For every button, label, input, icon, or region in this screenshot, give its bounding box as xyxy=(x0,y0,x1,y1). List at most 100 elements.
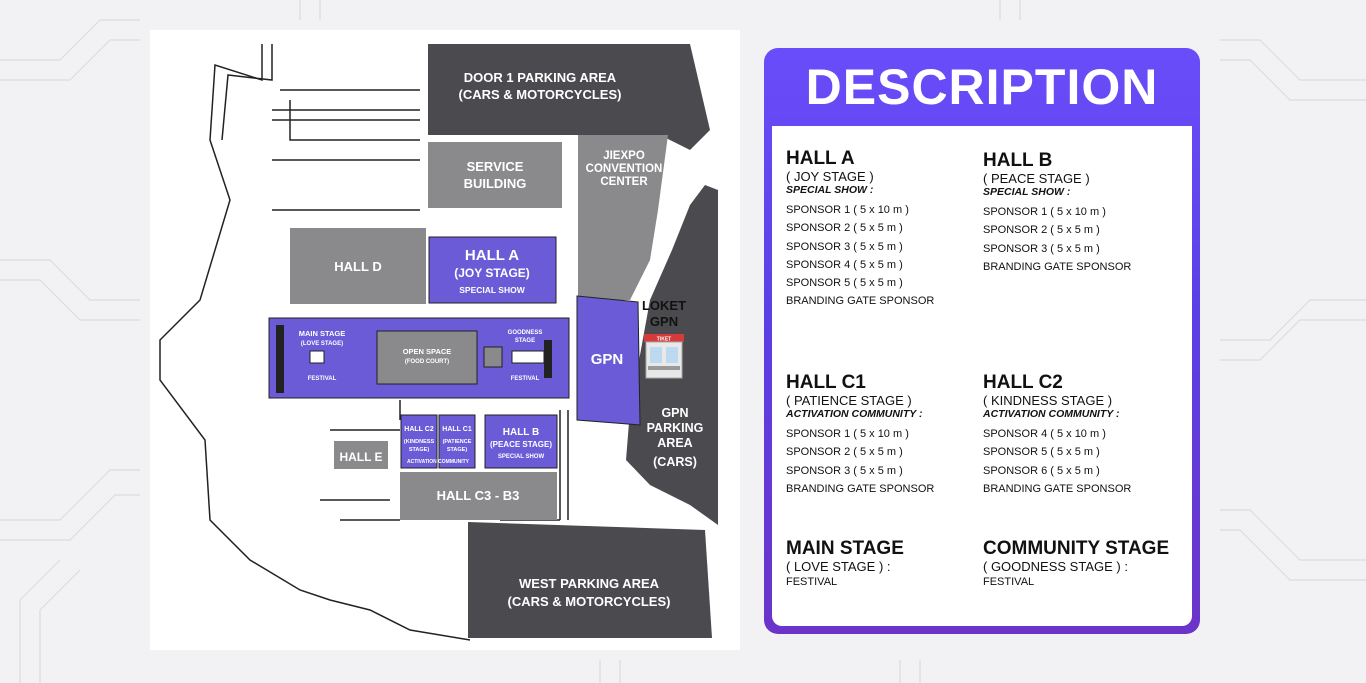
main-stage-note: FESTIVAL xyxy=(786,576,838,588)
ticket-booth-icon[interactable]: TIKET xyxy=(644,334,684,379)
community-stage-subtitle: ( GOODNESS STAGE ) : xyxy=(983,559,1128,574)
door1-parking-label: DOOR 1 PARKING AREA xyxy=(464,70,617,85)
hall-c1-category: ACTIVATION COMMUNITY : xyxy=(786,408,923,420)
hall-a-description: HALL A ( JOY STAGE ) SPECIAL SHOW : SPON… xyxy=(786,148,934,311)
list-item: SPONSOR 1 ( 5 x 10 m ) xyxy=(786,428,909,440)
venue-map: DOOR 1 PARKING AREA (CARS & MOTORCYCLES)… xyxy=(150,30,740,650)
hall-b-description: HALL B ( PEACE STAGE ) SPECIAL SHOW : SP… xyxy=(983,150,1131,276)
hall-c1-heading: HALL C1 xyxy=(786,372,866,393)
hall-c1-label: HALL C1 xyxy=(442,426,472,433)
gpn-parking-label-2: PARKING xyxy=(647,421,704,435)
main-stage-heading: MAIN STAGE xyxy=(786,538,904,559)
hall-c2-stage: ( KINDNESS STAGE ) xyxy=(983,393,1113,408)
description-title: DESCRIPTION xyxy=(805,59,1159,115)
hall-c2-heading: HALL C2 xyxy=(983,372,1063,393)
list-item: SPONSOR 2 ( 5 x 5 m ) xyxy=(786,222,903,235)
activation-community-label: ACTIVATION COMMUNITY xyxy=(407,459,470,465)
hall-c2-kindness: (KINDNESS xyxy=(404,439,435,445)
open-space-label: OPEN SPACE xyxy=(403,347,452,356)
community-stage-description: COMMUNITY STAGE ( GOODNESS STAGE ) : FES… xyxy=(983,538,1169,590)
list-item: SPONSOR 6 ( 5 x 5 m ) xyxy=(983,464,1100,477)
list-item: BRANDING GATE SPONSOR xyxy=(983,482,1132,495)
list-item: SPONSOR 3 ( 5 x 5 m ) xyxy=(786,464,903,477)
ticket-label: TIKET xyxy=(657,337,671,343)
main-stage-description: MAIN STAGE ( LOVE STAGE ) : FESTIVAL xyxy=(786,538,904,590)
hall-b-note: SPECIAL SHOW xyxy=(498,454,545,460)
hall-a-subtitle: (JOY STAGE) xyxy=(454,266,530,280)
hall-c1[interactable] xyxy=(438,414,476,469)
west-parking-area[interactable] xyxy=(468,522,712,638)
hall-a[interactable] xyxy=(428,236,557,304)
hall-c1-description: HALL C1 ( PATIENCE STAGE ) ACTIVATION CO… xyxy=(786,372,934,498)
main-stage-festival: FESTIVAL xyxy=(308,376,337,382)
love-stage-label: (LOVE STAGE) xyxy=(301,341,343,347)
hall-c2[interactable] xyxy=(400,414,438,469)
hall-b-label: HALL B xyxy=(503,427,539,438)
list-item: SPONSOR 1 ( 5 x 10 m ) xyxy=(983,206,1106,218)
service-label: SERVICE xyxy=(467,159,524,174)
list-item: SPONSOR 4 ( 5 x 10 m ) xyxy=(983,428,1106,440)
hall-d[interactable] xyxy=(290,228,426,304)
convention-label: CONVENTION xyxy=(586,163,663,175)
hall-d-label: HALL D xyxy=(334,259,381,274)
community-stage-heading: COMMUNITY STAGE xyxy=(983,538,1170,559)
community-stage-note: FESTIVAL xyxy=(983,576,1035,588)
list-item: SPONSOR 4 ( 5 x 5 m ) xyxy=(786,258,903,271)
list-item: SPONSOR 2 ( 5 x 5 m ) xyxy=(786,446,903,459)
hall-b-subtitle: (PEACE STAGE) xyxy=(490,440,552,449)
description-panel: DESCRIPTION HALL A ( JOY STAGE ) SPECIAL… xyxy=(764,48,1200,634)
goodness-festival: FESTIVAL xyxy=(511,376,540,382)
food-court-label: (FOOD COURT) xyxy=(405,359,449,365)
hall-c2-category: ACTIVATION COMMUNITY : xyxy=(983,408,1120,420)
center-label: CENTER xyxy=(600,176,648,188)
hall-c1-sponsor-list: SPONSOR 1 ( 5 x 10 m ) SPONSOR 2 ( 5 x 5… xyxy=(786,425,934,498)
building-label: BUILDING xyxy=(464,176,527,191)
west-parking-sub: (CARS & MOTORCYCLES) xyxy=(508,594,671,609)
list-item: SPONSOR 1 ( 5 x 10 m ) xyxy=(786,204,909,216)
description-content: HALL A ( JOY STAGE ) SPECIAL SHOW : SPON… xyxy=(772,126,1192,626)
hall-e-label: HALL E xyxy=(339,450,382,464)
list-item: BRANDING GATE SPONSOR xyxy=(786,482,935,495)
loket-gpn-label: GPN xyxy=(650,314,678,329)
hall-c2-sponsor-list: SPONSOR 4 ( 5 x 10 m ) SPONSOR 5 ( 5 x 5… xyxy=(983,425,1131,498)
hall-c3-b3[interactable] xyxy=(400,472,557,520)
main-stage-label: MAIN STAGE xyxy=(299,329,346,338)
jiexpo-label: JIEXPO xyxy=(603,150,645,162)
gpn-parking-label-4: (CARS) xyxy=(653,455,697,469)
hall-c1-stage: STAGE) xyxy=(447,447,468,453)
hall-c3-b3-label: HALL C3 - B3 xyxy=(437,488,520,503)
hall-a-sponsor-list: SPONSOR 1 ( 5 x 10 m ) SPONSOR 2 ( 5 x 5… xyxy=(786,201,934,311)
service-building[interactable] xyxy=(428,142,562,208)
hall-a-label: HALL A xyxy=(465,247,519,264)
open-space[interactable] xyxy=(376,330,478,385)
hall-b-category: SPECIAL SHOW : xyxy=(983,186,1071,198)
list-item: SPONSOR 5 ( 5 x 5 m ) xyxy=(983,446,1100,459)
list-item: SPONSOR 5 ( 5 x 5 m ) xyxy=(786,277,903,290)
list-item: SPONSOR 2 ( 5 x 5 m ) xyxy=(983,224,1100,237)
west-parking-label: WEST PARKING AREA xyxy=(519,576,660,591)
door1-parking-area[interactable] xyxy=(428,44,710,150)
list-item: SPONSOR 3 ( 5 x 5 m ) xyxy=(983,242,1100,255)
list-item: SPONSOR 3 ( 5 x 5 m ) xyxy=(786,240,903,253)
goodness-stage-sub: STAGE xyxy=(515,338,535,344)
gpn-hall[interactable] xyxy=(576,295,641,426)
goodness-stage-label: GOODNESS xyxy=(508,330,543,336)
gpn-label: GPN xyxy=(591,351,624,368)
hall-a-category: SPECIAL SHOW : xyxy=(786,184,874,196)
hall-c2-description: HALL C2 ( KINDNESS STAGE ) ACTIVATION CO… xyxy=(983,372,1131,498)
jiexpo-convention-center[interactable] xyxy=(578,135,668,300)
hall-c2-stage: STAGE) xyxy=(409,447,430,453)
hall-b-sponsor-list: SPONSOR 1 ( 5 x 10 m ) SPONSOR 2 ( 5 x 5… xyxy=(983,203,1131,276)
hall-b-heading: HALL B xyxy=(983,150,1053,171)
hall-c1-patience: (PATIENCE xyxy=(443,439,472,445)
loket-label: LOKET xyxy=(642,298,686,313)
gpn-parking-label-1: GPN xyxy=(661,406,688,420)
hall-a-note: SPECIAL SHOW xyxy=(459,285,525,295)
hall-a-heading: HALL A xyxy=(786,148,855,169)
hall-b-stage: ( PEACE STAGE ) xyxy=(983,171,1090,186)
hall-c1-stage: ( PATIENCE STAGE ) xyxy=(786,393,912,408)
gpn-parking-label-3: AREA xyxy=(657,436,692,450)
hall-b[interactable] xyxy=(484,414,558,469)
hall-e[interactable] xyxy=(334,441,388,469)
